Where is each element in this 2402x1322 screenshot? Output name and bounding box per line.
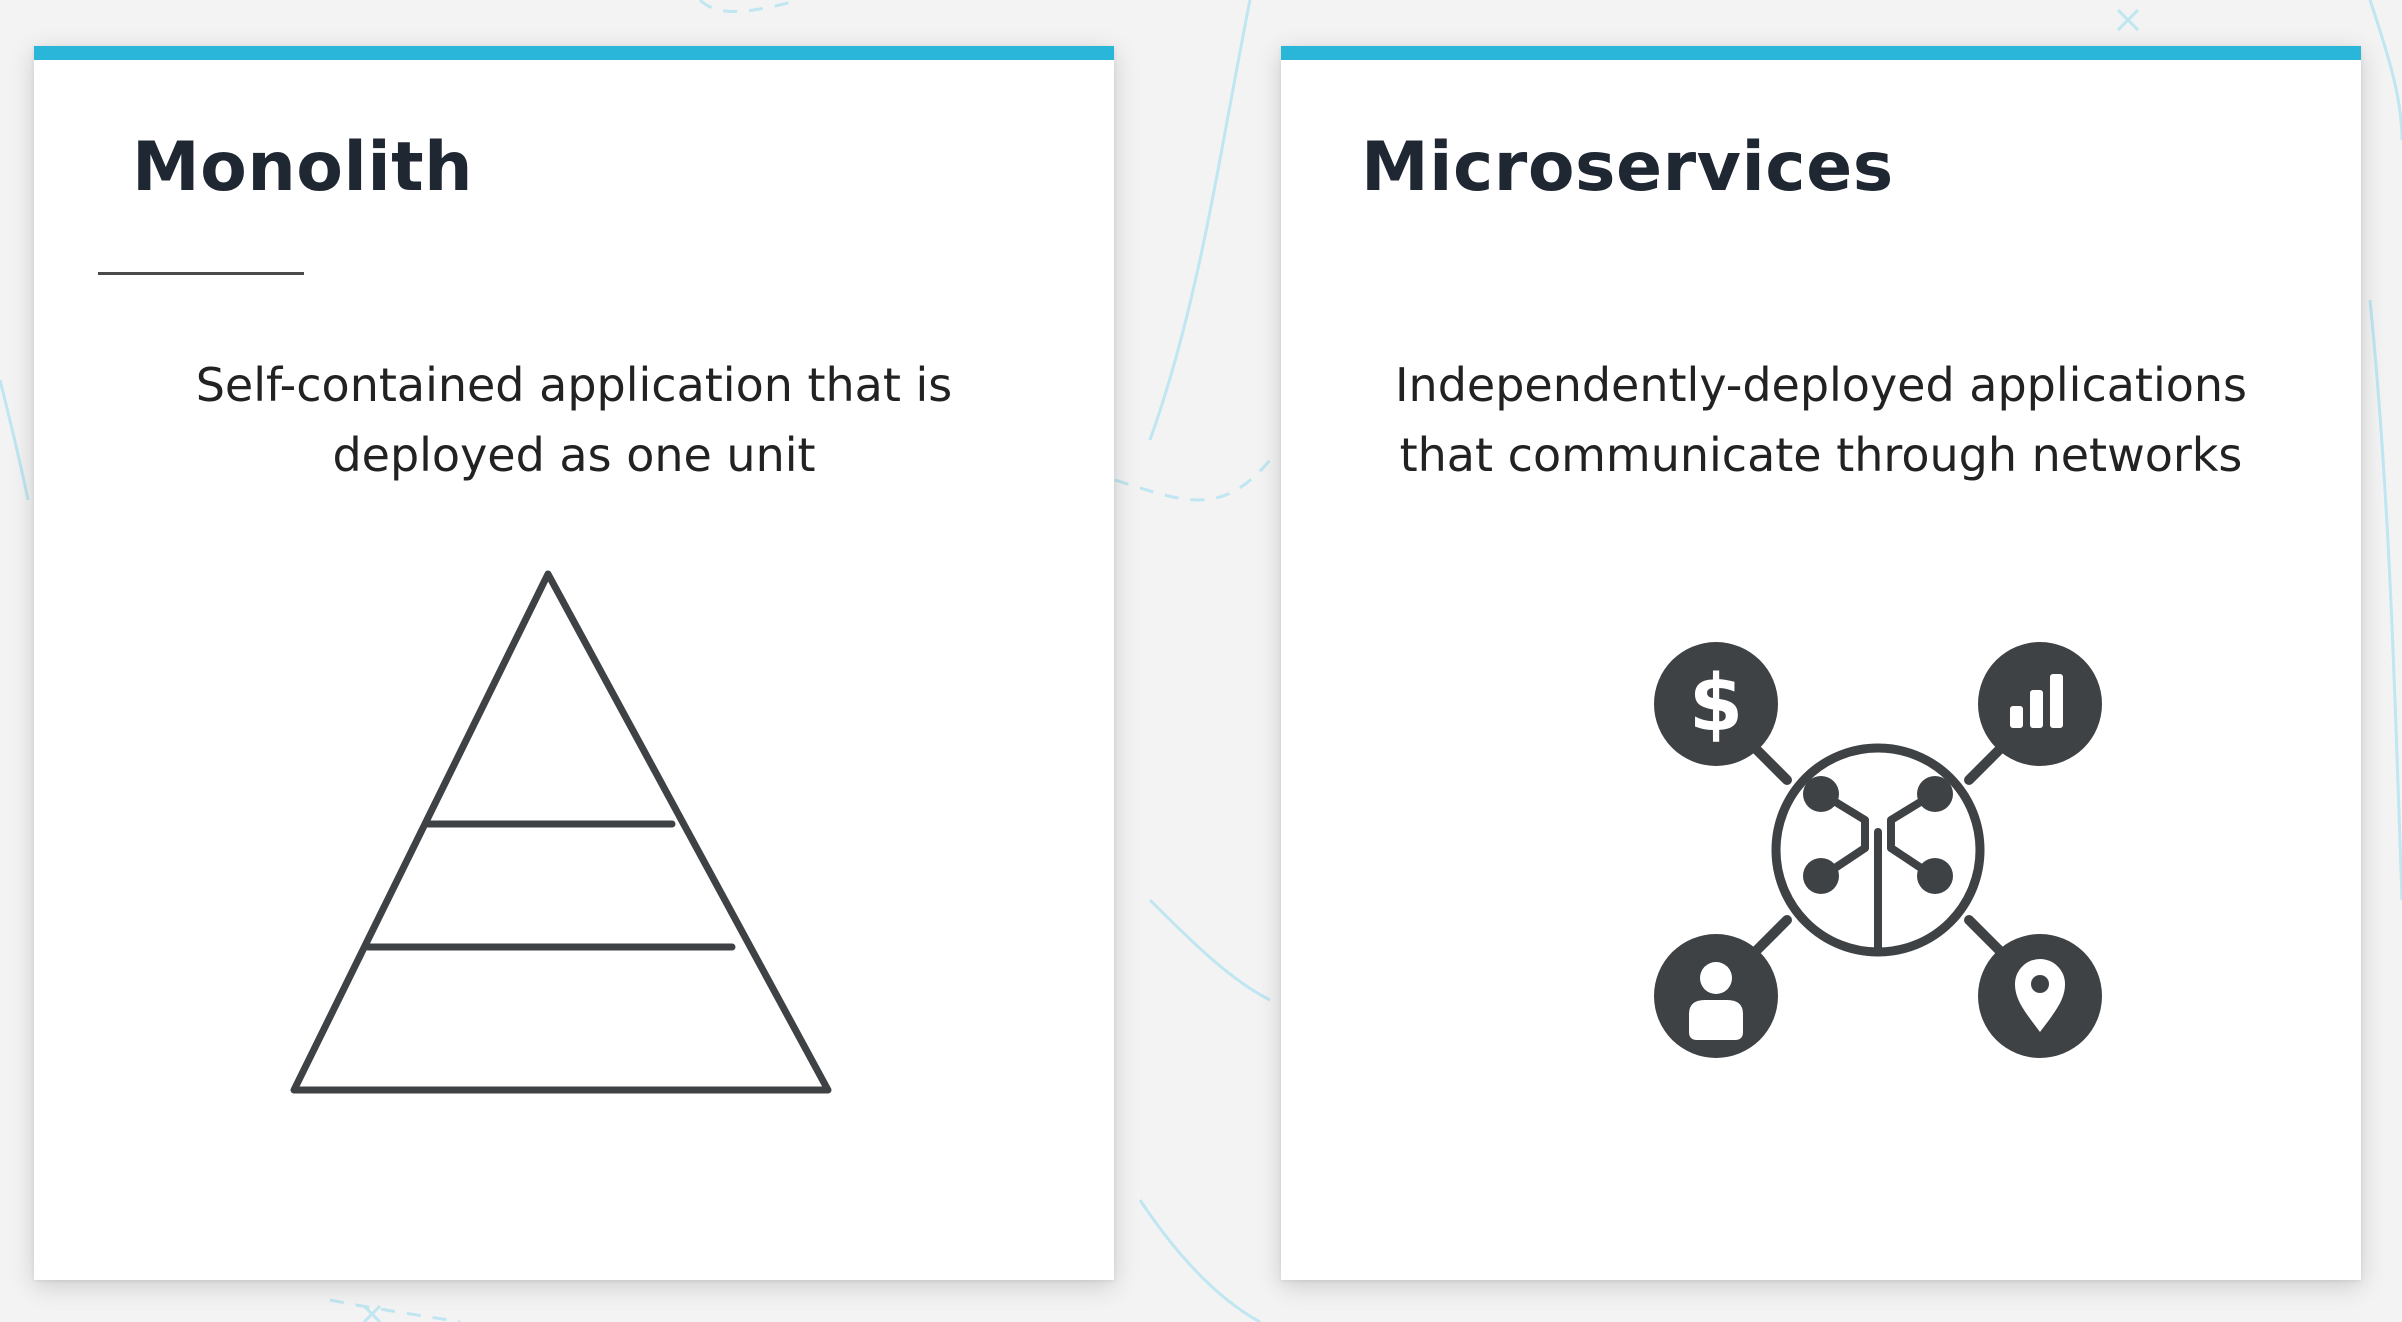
monolith-title: Monolith: [132, 128, 474, 207]
microservices-description: Independently-deployed applications that…: [1321, 350, 2321, 490]
hub-core-icon: [1771, 743, 1985, 957]
microservices-card: Microservices Independently-deployed app…: [1281, 46, 2361, 1280]
monolith-description-line-2: deployed as one unit: [332, 428, 816, 482]
monolith-description-line-1: Self-contained application that is: [195, 358, 953, 412]
network-hub-icon: $: [1654, 642, 2102, 1058]
bar-chart-icon: [1978, 642, 2102, 766]
title-divider: [98, 272, 304, 275]
microservices-description-line-2: that communicate through networks: [1399, 428, 2243, 482]
monolith-card: Monolith Self-contained application that…: [34, 46, 1114, 1280]
user-icon: [1654, 934, 1778, 1058]
microservices-title: Microservices: [1361, 128, 1894, 207]
svg-text:$: $: [1689, 659, 1743, 749]
monolith-description: Self-contained application that is deplo…: [74, 350, 1074, 490]
layered-pyramid-icon: [290, 570, 832, 1094]
microservices-description-line-1: Independently-deployed applications: [1394, 358, 2248, 412]
dollar-icon: $: [1654, 642, 1778, 766]
location-pin-icon: [1978, 934, 2102, 1058]
